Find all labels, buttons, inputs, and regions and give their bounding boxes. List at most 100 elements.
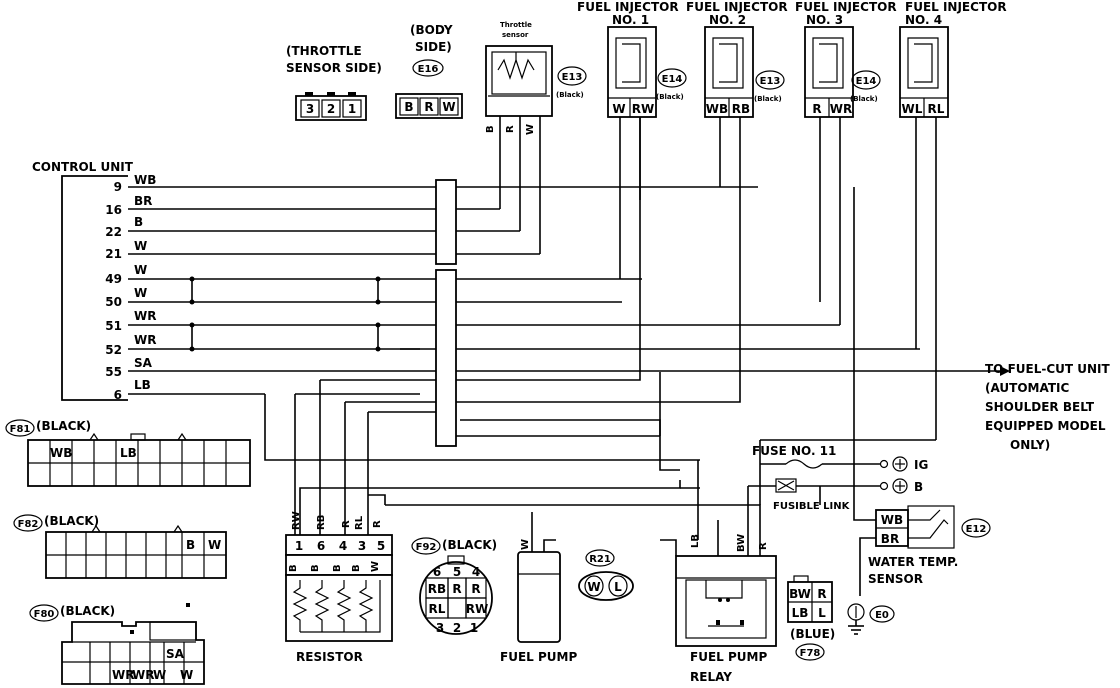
svg-text:WB: WB [881,513,903,527]
e16-code-badge: E16 [412,59,444,77]
svg-text:2: 2 [453,621,461,635]
control-unit-pin-52: 52 WR [105,333,156,357]
throttle-sensor-title-2: sensor [502,31,529,39]
water-temp-sensor: WB BR [853,187,955,596]
svg-text:B: B [134,215,143,229]
svg-text:(Black): (Black) [754,95,782,103]
svg-text:RL: RL [354,515,365,530]
fuel-pump-title: FUEL PUMP [500,650,577,664]
svg-text:E14: E14 [856,76,877,87]
svg-text:W: W [520,539,531,550]
svg-text:6: 6 [433,565,441,579]
fuse-wiring [747,439,936,540]
relay-body [675,555,777,647]
f82-connector: B W [45,524,227,579]
fuel-cut-line-4: EQUIPPED MODEL [985,419,1106,433]
svg-text:(Black): (Black) [656,93,684,101]
svg-text:F92: F92 [416,542,437,553]
svg-text:B: B [288,564,299,572]
fusible-link-label: FUSIBLE LINK [773,501,851,512]
body-side-connector: B R W [395,93,463,119]
harness-block-upper [435,179,457,265]
fuel-pump-body: W [517,512,561,643]
svg-text:WR: WR [112,668,134,682]
throttle-side-connector: 3 2 1 [295,92,367,121]
svg-text:IG: IG [914,458,928,472]
control-unit-title: CONTROL UNIT [32,160,134,174]
svg-text:R21: R21 [589,554,611,565]
injector-4-title-1: FUEL INJECTOR [905,0,1007,14]
svg-text:WB: WB [50,446,72,460]
svg-text:W: W [442,100,455,114]
body-side-title-1: (BODY [410,23,453,37]
svg-text:F78: F78 [800,648,821,659]
svg-text:RB: RB [428,582,446,596]
svg-text:W: W [370,561,381,572]
svg-text:WR: WR [132,668,154,682]
svg-text:W: W [134,263,147,277]
svg-text:RL: RL [429,602,446,616]
f78-connector: BW R LB L [787,575,833,623]
svg-text:RW: RW [291,511,302,530]
svg-text:2: 2 [327,102,335,116]
svg-text:55: 55 [105,365,122,379]
f80-color: (BLACK) [60,604,115,618]
f80-code-badge: F80 [29,604,59,622]
svg-text:W: W [134,286,147,300]
svg-text:E12: E12 [966,524,987,535]
svg-text:BR: BR [881,532,899,546]
injector-1-code-badge: E14 (Black) [656,68,687,101]
injector-2-title-2: NO. 2 [709,13,746,27]
control-unit-pin-16: 16 BR [105,194,152,217]
svg-text:R: R [471,582,480,596]
svg-text:B: B [485,125,496,133]
svg-text:6: 6 [114,388,122,402]
svg-text:B: B [332,564,343,572]
svg-text:BW: BW [789,587,811,601]
svg-text:(Black): (Black) [850,95,878,103]
injector-2-code-badge: E13 (Black) [754,70,785,103]
throttle-sensor-title-1: Throttle [500,21,532,29]
e12-code-badge: E12 [961,518,991,538]
svg-text:(Black): (Black) [556,91,584,99]
svg-text:4: 4 [472,565,480,579]
svg-text:5: 5 [453,565,461,579]
svg-text:B: B [186,538,195,552]
svg-text:RB: RB [316,515,327,530]
svg-text:W: W [208,538,221,552]
svg-text:RW: RW [466,602,488,616]
injector-3-title-2: NO. 3 [806,13,843,27]
svg-text:3: 3 [358,539,366,553]
throttle-sensor-body [485,45,553,117]
f82-code-badge: F82 [13,514,43,532]
r21-code-badge: R21 [585,549,615,567]
f82-color: (BLACK) [44,514,99,528]
injector-2-body: WB RB [704,26,754,187]
svg-text:52: 52 [105,343,122,357]
svg-text:3: 3 [436,621,444,635]
control-unit-pin-21: 21 W [105,239,147,261]
svg-text:B: B [404,100,413,114]
ig-terminal: IG [892,456,928,472]
svg-text:R: R [812,102,821,116]
f92-code-badge: F92 [411,537,441,555]
svg-text:WR: WR [830,102,852,116]
throttle-side-title-2: SENSOR SIDE) [286,61,382,75]
water-temp-title-2: SENSOR [868,572,923,586]
wire-harness [128,110,1010,540]
svg-text:3: 3 [306,102,314,116]
svg-text:E16: E16 [418,64,439,75]
control-unit-pin-49: 49 W [105,263,147,286]
injector-1-title-1: FUEL INJECTOR [577,0,679,14]
svg-text:R: R [817,587,826,601]
svg-text:5: 5 [377,539,385,553]
relay-wires: LB BW R [660,520,769,556]
svg-text:W: W [525,124,536,135]
fuel-cut-line-1: TO FUEL-CUT UNIT [985,362,1110,376]
control-unit-pin-9: 9 WB [114,173,157,194]
relay-title-2: RELAY [690,670,732,684]
svg-text:WB: WB [134,173,156,187]
fuel-cut-line-5: ONLY) [1010,438,1050,452]
r21-connector: W L [578,571,634,601]
